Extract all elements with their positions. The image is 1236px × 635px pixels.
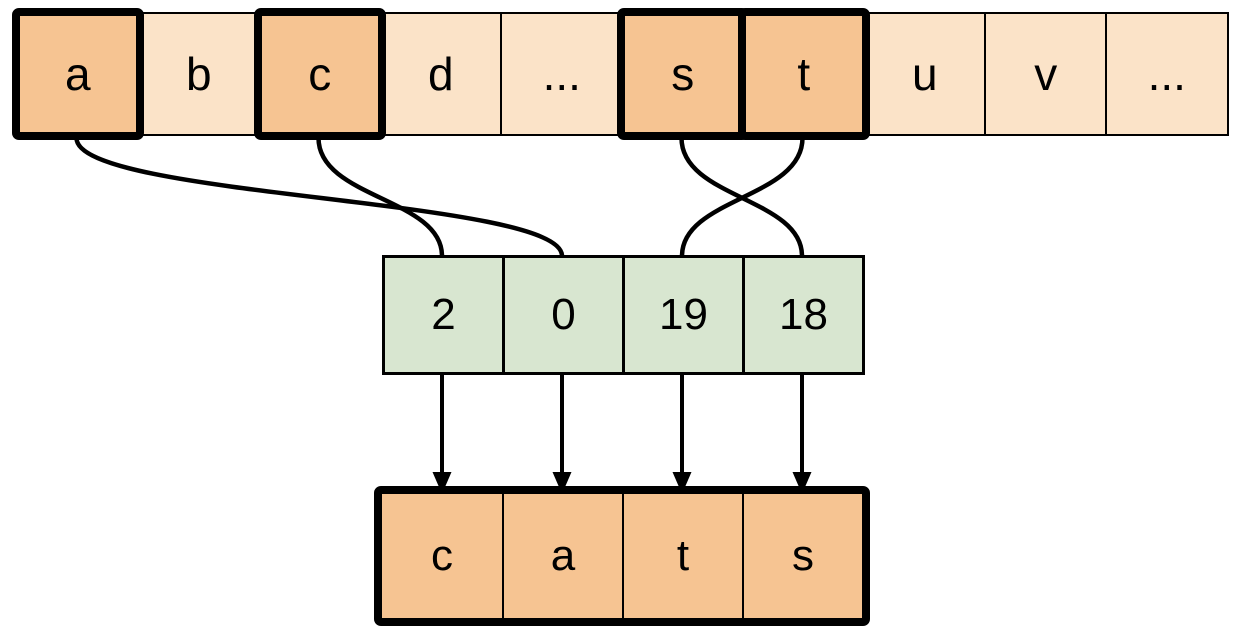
index-cell-19: 19 — [622, 255, 745, 375]
index-cell-value: 19 — [659, 290, 708, 339]
alphabet-cell-u: u — [863, 12, 987, 136]
alphabet-cell-label: ... — [542, 48, 581, 100]
alphabet-cell-label: ... — [1147, 48, 1186, 100]
output-cell-letter: t — [676, 531, 690, 580]
alphabet-cell-c: c — [254, 8, 386, 140]
alphabet-cell-label: s — [671, 48, 695, 100]
output-cell-letter: c — [431, 531, 453, 580]
index-cell-2: 2 — [382, 255, 505, 375]
mapping-curve — [679, 137, 805, 257]
alphabet-cell-t: t — [738, 8, 870, 140]
alphabet-cell-label: c — [308, 48, 332, 100]
output-cell-letter: a — [550, 531, 576, 580]
alphabet-cell-ellipsis-9: ... — [1105, 12, 1229, 136]
alphabet-cell-v: v — [984, 12, 1108, 136]
index-cell-value: 2 — [431, 290, 456, 339]
output-cell-letter: s — [792, 531, 814, 580]
output-cell-c: c — [382, 494, 502, 618]
alphabet-cell-a: a — [12, 8, 144, 140]
alphabet-cell-b: b — [137, 12, 261, 136]
alphabet-cell-label: a — [64, 48, 91, 100]
mapping-curve — [74, 137, 565, 257]
alphabet-cell-label: b — [185, 48, 212, 100]
output-cell-s: s — [742, 494, 862, 618]
index-cell-0: 0 — [502, 255, 625, 375]
alphabet-cell-ellipsis-4: ... — [500, 12, 624, 136]
output-cell-a: a — [502, 494, 622, 618]
mapping-curve — [316, 137, 445, 257]
alphabet-cell-label: v — [1034, 48, 1058, 100]
alphabet-cell-d: d — [379, 12, 503, 136]
alphabet-cell-s: s — [617, 8, 749, 140]
index-cell-value: 0 — [551, 290, 576, 339]
alphabet-cell-label: d — [427, 48, 454, 100]
index-cell-value: 18 — [779, 290, 828, 339]
mapping-curve — [679, 137, 805, 257]
index-cell-18: 18 — [742, 255, 865, 375]
alphabet-cell-label: u — [911, 48, 938, 100]
output-cell-t: t — [622, 494, 742, 618]
alphabet-cell-label: t — [797, 48, 811, 100]
